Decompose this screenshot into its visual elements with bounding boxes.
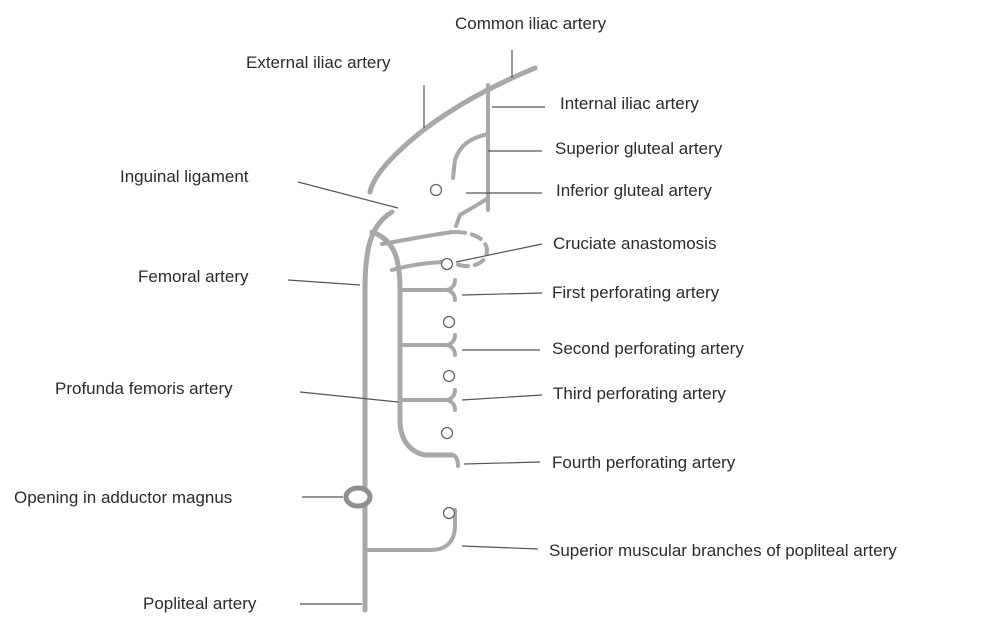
- label-external-iliac: External iliac artery: [246, 53, 391, 72]
- label-common-iliac: Common iliac artery: [455, 14, 607, 33]
- leader-cruciate: [456, 244, 542, 262]
- anastomosis-hole-5: [442, 428, 453, 439]
- label-cruciate-anastomosis: Cruciate anastomosis: [553, 234, 716, 253]
- vessel-drawing: [346, 68, 535, 610]
- anastomosis-hole-6: [444, 508, 455, 519]
- leader-inguinal-ligament: [298, 182, 398, 208]
- leader-first-perforating: [462, 293, 542, 295]
- label-superior-muscular: Superior muscular branches of popliteal …: [549, 541, 897, 560]
- label-profunda-femoris: Profunda femoris artery: [55, 379, 233, 398]
- label-third-perforating: Third perforating artery: [553, 384, 726, 403]
- label-opening-adductor: Opening in adductor magnus: [14, 488, 232, 507]
- anastomosis-hole-1: [431, 185, 442, 196]
- label-second-perforating: Second perforating artery: [552, 339, 744, 358]
- label-superior-gluteal: Superior gluteal artery: [555, 139, 723, 158]
- second-perforating-vessel: [400, 335, 455, 355]
- femoral-artery-vessel: [365, 212, 392, 500]
- label-inguinal-ligament: Inguinal ligament: [120, 167, 249, 186]
- cruciate-loop-vessel: [452, 232, 487, 266]
- leader-superior-muscular: [462, 546, 538, 549]
- label-femoral-artery: Femoral artery: [138, 267, 249, 286]
- inferior-gluteal-vessel: [456, 198, 488, 226]
- leader-third-perforating: [462, 395, 542, 400]
- circumflex-branch: [382, 232, 452, 244]
- leader-femoral: [288, 280, 360, 285]
- label-fourth-perforating: Fourth perforating artery: [552, 453, 736, 472]
- anastomosis-hole-4: [444, 371, 455, 382]
- first-perforating-vessel: [400, 280, 455, 300]
- label-inferior-gluteal: Inferior gluteal artery: [556, 181, 712, 200]
- leader-profunda: [300, 392, 398, 402]
- superior-gluteal-vessel: [453, 134, 488, 178]
- superior-muscular-vessel: [365, 510, 455, 550]
- label-popliteal-artery: Popliteal artery: [143, 594, 257, 613]
- leader-fourth-perforating: [464, 462, 540, 464]
- third-perforating-vessel: [400, 390, 455, 410]
- label-first-perforating: First perforating artery: [552, 283, 720, 302]
- label-internal-iliac: Internal iliac artery: [560, 94, 699, 113]
- fourth-perforating-vessel: [452, 455, 458, 466]
- adductor-hiatus-ring: [346, 488, 370, 506]
- anastomosis-hole-2: [442, 259, 453, 270]
- anastomosis-hole-3: [444, 317, 455, 328]
